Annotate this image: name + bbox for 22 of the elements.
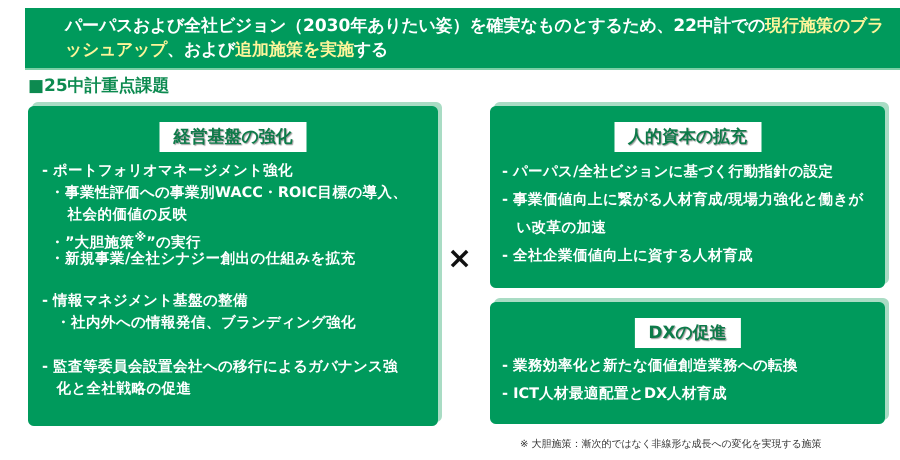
- bullet-item: - 業務効率化と新たな価値創造業務への転換: [502, 356, 800, 376]
- bullet-item: - 監査等委員会設置会社への移行によるガバナンス強化と全社戦略の促進: [42, 358, 400, 399]
- panel: [490, 302, 885, 424]
- footnote: ※ 大胆施策：漸次的ではなく非線形な成長への変化を実現する施策: [520, 438, 822, 451]
- section-heading: 人的資本の拡充: [614, 122, 761, 152]
- section-heading: 経営基盤の強化: [160, 122, 306, 152]
- bullet-item: - 事業価値向上に繋がる人材育成/現場力強化と働きがい改革の加速: [502, 190, 864, 238]
- bullet-item: - ポートフォリオマネージメント強化: [42, 162, 294, 181]
- panel: [490, 106, 885, 288]
- panel: [28, 106, 438, 426]
- bullet-item: - パーパス/全社ビジョンに基づく行動指針の設定: [502, 162, 834, 182]
- section-heading: DXの促進: [634, 318, 741, 348]
- header-banner: パーパスおよび全社ビジョン（2030年ありたい姿）を確実なものとするため、22中計での現行施策のブラッシュアップ、および追加施策を実施する: [25, 8, 900, 70]
- bullet-item: - 全社企業価値向上に資する人材育成: [502, 246, 754, 266]
- multiply-sign: ×: [447, 244, 472, 274]
- section-title: ■25中計重点課題: [28, 75, 170, 97]
- bullet-item: ・事業性評価への事業別WACC・ROIC目標の導入、社会的価値の反映: [50, 184, 408, 225]
- bullet-item: ・社内外への情報発信、ブランディング強化: [56, 314, 357, 333]
- bullet-item: ・新規事業/全社シナジー創出の仕組みを拡充: [50, 250, 356, 269]
- bullet-item: ・”大胆施策$^{※}$”の実行: [50, 229, 202, 251]
- bullet-item: - 情報マネジメント基盤の整備: [42, 292, 250, 311]
- bullet-item: - ICT人材最適配置とDX人材育成: [502, 384, 728, 404]
